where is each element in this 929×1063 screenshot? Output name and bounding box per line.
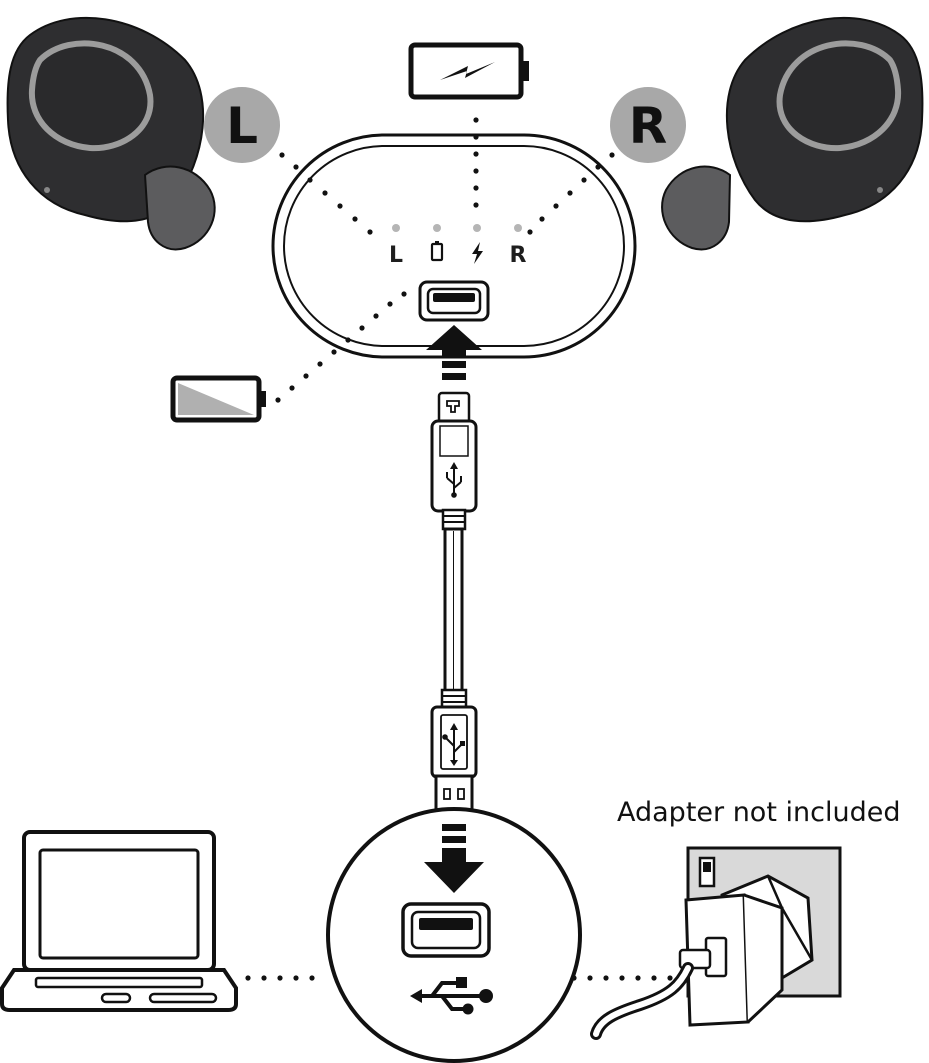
- left-earbud-icon: [6, 16, 216, 251]
- arrow-down-icon: [424, 824, 484, 893]
- usb-port-icon: [401, 902, 491, 958]
- lightning-small-icon: [472, 242, 483, 264]
- usb-cable: [443, 527, 464, 693]
- case-usb-port-icon: [418, 280, 490, 322]
- usb-a-plug-icon: [430, 688, 478, 818]
- charging-case: [271, 133, 637, 359]
- usb-symbol-icon: [410, 977, 493, 1015]
- battery-small-icon: [430, 241, 444, 262]
- led-right: [514, 224, 522, 232]
- left-badge-label: L: [226, 97, 258, 155]
- adapter-caption: Adapter not included: [617, 797, 900, 828]
- right-badge: R: [610, 87, 686, 163]
- wall-adapter-icon: [590, 846, 842, 1040]
- indicator-label-left: L: [389, 243, 403, 268]
- led-dots: [392, 224, 522, 232]
- led-left: [392, 224, 400, 232]
- right-earbud-icon: [661, 16, 924, 251]
- battery-low-icon: [170, 375, 266, 423]
- led-charging: [473, 224, 481, 232]
- led-battery: [433, 224, 441, 232]
- arrow-up-icon: [426, 325, 482, 380]
- indicator-label-right: R: [510, 243, 527, 268]
- leader-lines: [245, 117, 673, 981]
- micro-usb-plug-icon: [430, 391, 478, 531]
- battery-charging-icon: [408, 42, 529, 100]
- laptop-icon: [0, 830, 238, 1012]
- right-badge-label: R: [629, 97, 668, 155]
- left-badge: L: [204, 87, 280, 163]
